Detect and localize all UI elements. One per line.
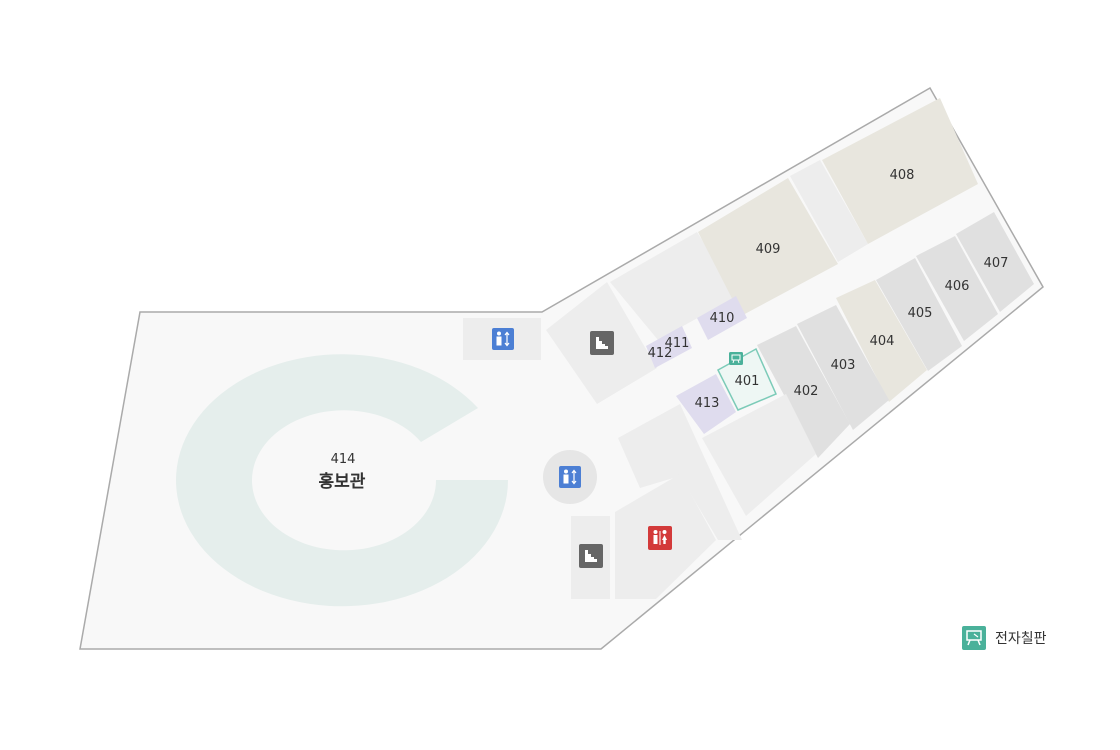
room-408-shape[interactable] [822,98,978,244]
room-unlabeled-upper-b [610,232,737,340]
elevator-icon[interactable] [559,466,581,488]
room-405-label: 405 [908,306,933,321]
smart-board-icon[interactable] [729,352,743,365]
room-411-412-shape[interactable] [646,326,692,368]
hall-ring-shape [176,354,509,607]
room-unlabeled-upper-c [790,160,868,262]
smart-board-legend-label: 전자칠판 [995,631,1047,647]
room-408-label: 408 [890,168,915,183]
room-406-label: 406 [945,279,970,294]
room-411-label: 411 [665,336,690,351]
stairs-icon[interactable] [579,544,603,568]
room-409-shape[interactable] [698,178,838,316]
room-402-shape[interactable] [757,326,850,458]
room-401-label: 401 [735,374,760,389]
room-412-label: 412 [648,346,673,361]
room-404-label: 404 [870,334,895,349]
room-407-shape[interactable] [956,212,1034,312]
room-403-shape[interactable] [797,305,889,430]
room-405-shape[interactable] [876,258,962,371]
stairs-icon[interactable] [590,331,614,355]
room-409-label: 409 [756,242,781,257]
smart-board-legend-icon [962,626,986,650]
hall-number-label: 414 [331,452,356,467]
room-410-shape[interactable] [697,296,747,340]
room-410-label: 410 [710,311,735,326]
restroom-icon[interactable] [648,526,672,550]
room-unlabeled-lower-b [702,394,816,516]
room-403-label: 403 [831,358,856,373]
room-413-shape[interactable] [676,374,736,434]
room-404-shape[interactable] [836,280,927,402]
hall-name-label: 홍보관 [319,471,366,492]
room-413-label: 413 [695,396,720,411]
room-406-shape[interactable] [916,236,998,341]
room-402-label: 402 [794,384,819,399]
room-unlabeled-lower-a [618,404,742,540]
elevator-icon[interactable] [492,328,514,350]
legend: 전자칠판 [962,626,1047,650]
room-407-label: 407 [984,256,1009,271]
